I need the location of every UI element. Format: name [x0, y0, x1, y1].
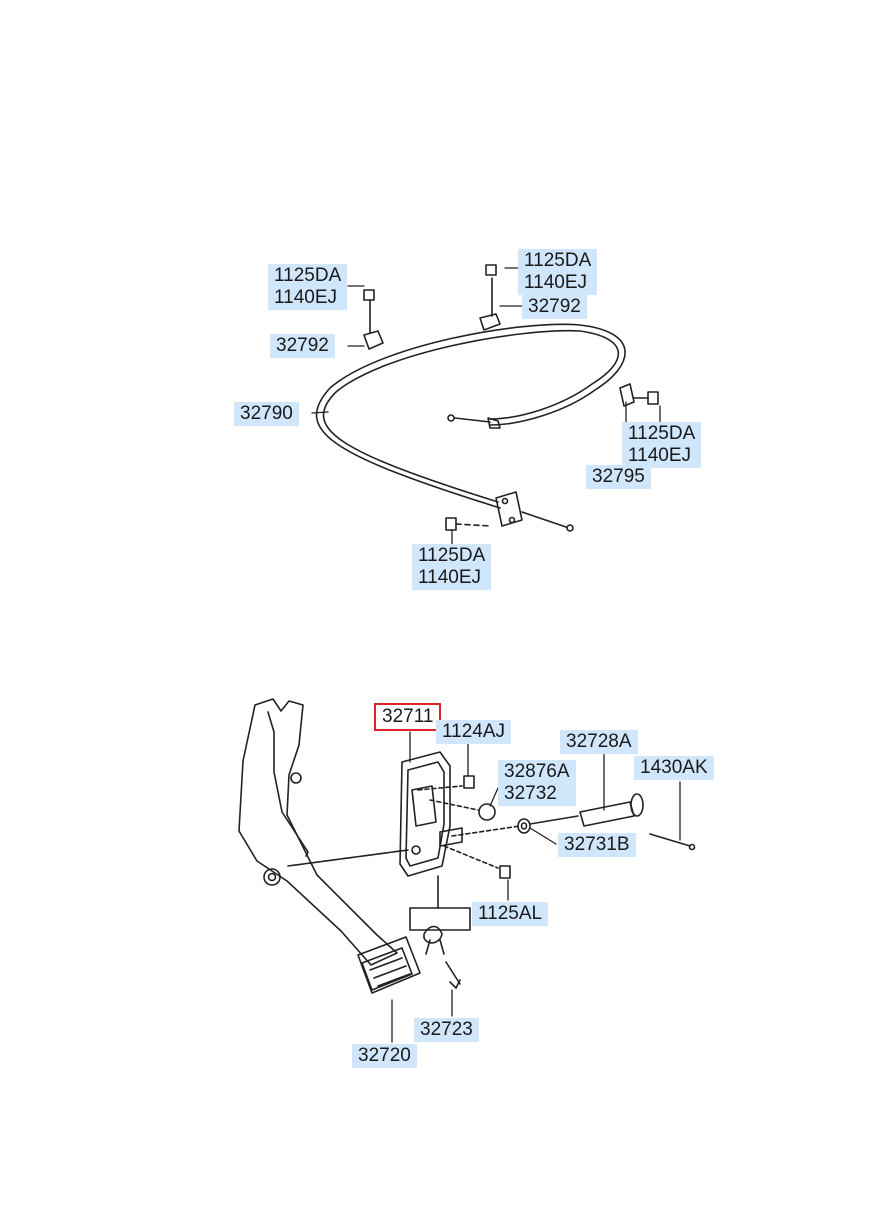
callout-text: 32720	[358, 1045, 411, 1066]
callout-text: 32792	[276, 335, 329, 356]
callout-line: 1125DA	[524, 250, 592, 271]
callout-pivot-bolt[interactable]: 32728A	[560, 730, 638, 754]
callout-cable-bottom-bolt[interactable]: 1125DA 1140EJ	[412, 544, 492, 590]
callout-text: 32711	[382, 706, 434, 727]
callout-return-spring[interactable]: 32723	[414, 1018, 479, 1042]
callout-cable-left-bracket[interactable]: 32792	[270, 334, 335, 358]
callout-line: 1140EJ	[274, 287, 338, 308]
callout-line: 1140EJ	[628, 445, 692, 466]
callout-text: 32792	[528, 296, 581, 317]
callout-line: 1125DA	[628, 423, 696, 444]
callout-line: 32876A	[504, 761, 570, 782]
callout-bracket-bolt[interactable]: 1124AJ	[436, 720, 512, 744]
callout-pedal-bracket[interactable]: 32711	[373, 703, 442, 731]
lower-leader-lines	[391, 731, 681, 1043]
callout-text: 1125AL	[478, 903, 543, 924]
callout-text: 32731B	[564, 834, 630, 855]
callout-line: 1140EJ	[418, 567, 482, 588]
callout-cable-top-bolt[interactable]: 1125DA 1140EJ	[518, 249, 598, 295]
callout-split-pin[interactable]: 1430AK	[634, 756, 714, 780]
callout-cable-top-bracket[interactable]: 32792	[522, 295, 587, 319]
callout-lower-bolt[interactable]: 1125AL	[472, 902, 549, 926]
callout-text: 32795	[592, 466, 645, 487]
callout-stopper[interactable]: 32876A 32732	[498, 760, 576, 806]
callout-line: 1125DA	[418, 545, 486, 566]
callout-cable-right-bracket[interactable]: 32795	[586, 465, 651, 489]
callout-cable-right-bolt[interactable]: 1125DA 1140EJ	[622, 422, 702, 468]
callout-line: 32732	[504, 783, 557, 804]
callout-line: 1125DA	[274, 265, 342, 286]
callout-text: 32728A	[566, 731, 632, 752]
pedal-assembly-drawing	[238, 698, 696, 994]
callout-text: 1124AJ	[442, 721, 506, 742]
callout-line: 1140EJ	[524, 272, 588, 293]
callout-cable-left-bolt[interactable]: 1125DA 1140EJ	[268, 264, 348, 310]
callout-pedal-arm[interactable]: 32720	[352, 1044, 417, 1068]
callout-text: 1430AK	[640, 757, 708, 778]
callout-text: 32723	[420, 1019, 473, 1040]
callout-cable-assembly[interactable]: 32790	[234, 402, 299, 426]
callout-text: 32790	[240, 403, 293, 424]
callout-bushing[interactable]: 32731B	[558, 833, 636, 857]
cable-assembly-drawing	[315, 264, 659, 532]
